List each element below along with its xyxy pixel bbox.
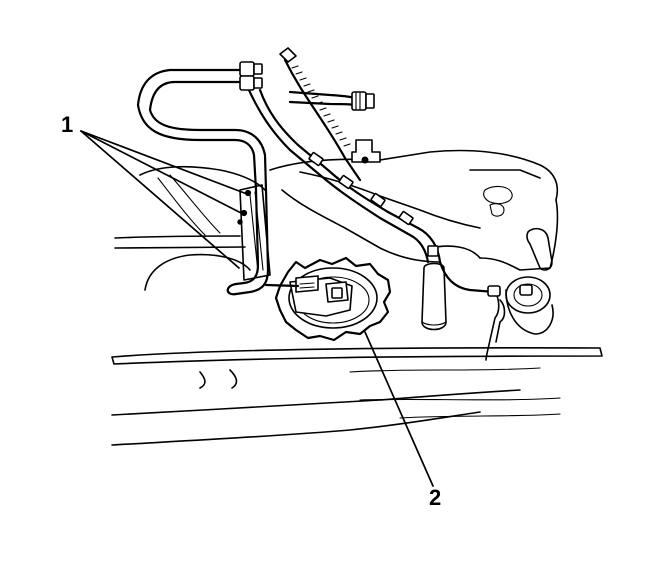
vent-canister	[421, 262, 447, 331]
fuel-tank-body	[139, 165, 271, 291]
callout-1-leaders	[80, 130, 248, 269]
callout-label-1: 1	[61, 112, 74, 137]
evap-valve	[505, 276, 554, 335]
line-fittings	[239, 47, 381, 164]
frame-rail-lower	[111, 235, 603, 446]
leader-line-1b	[80, 130, 244, 215]
leader-line-1a	[80, 130, 248, 195]
line-clips	[308, 151, 501, 297]
leader-line-1c	[80, 130, 240, 269]
fuel-lines	[136, 58, 506, 361]
fuel-pump-module	[264, 275, 353, 317]
leader-line-2	[364, 331, 434, 487]
callout-2-leaders	[364, 331, 434, 487]
callout-label-2: 2	[429, 485, 442, 510]
